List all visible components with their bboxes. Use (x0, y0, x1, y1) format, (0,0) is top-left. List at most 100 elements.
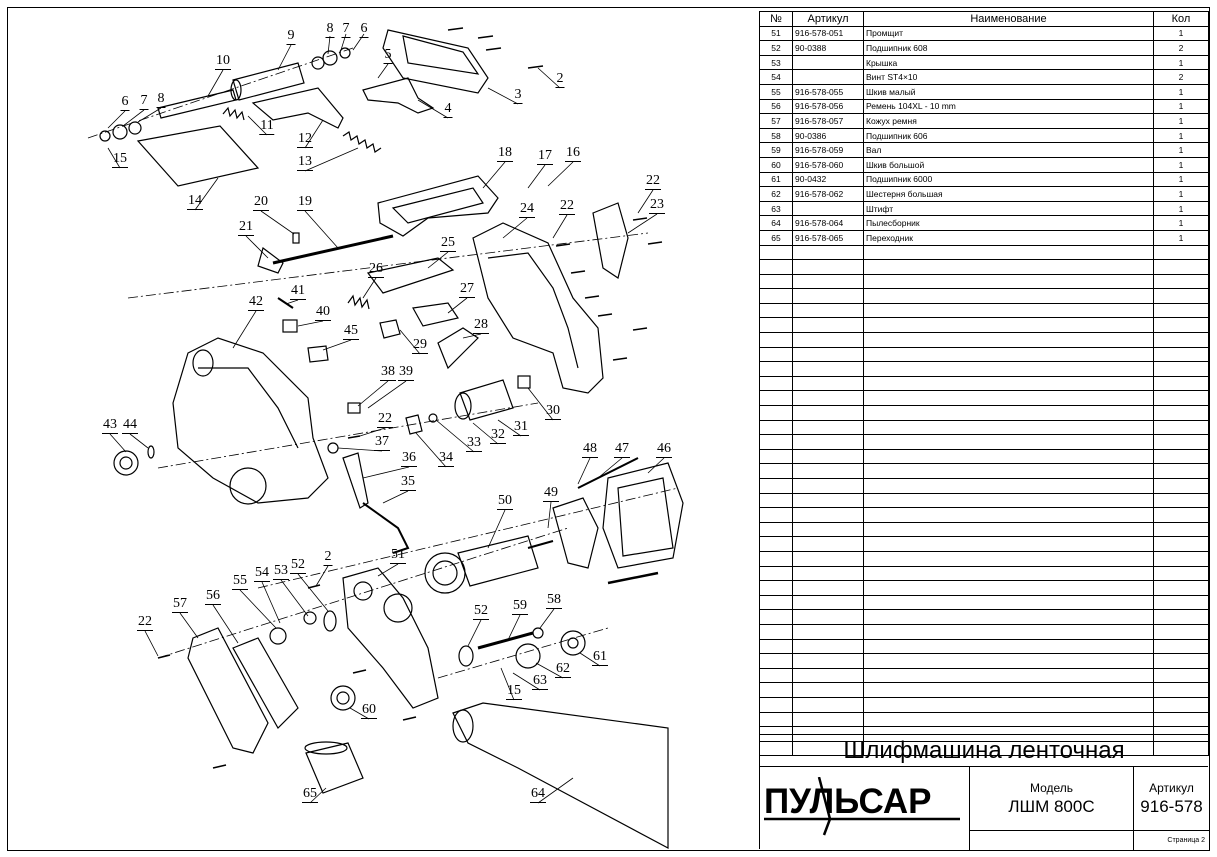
table-cell (1153, 696, 1209, 713)
table-cell: 62 (759, 186, 793, 202)
part-51-gearbox (342, 567, 439, 709)
table-cell: 1 (1153, 54, 1209, 71)
brand-logo: ПУЛЬСАР (760, 767, 970, 850)
part-41-screw (277, 297, 294, 309)
part-18-handle (377, 175, 499, 237)
table-cell (1153, 638, 1209, 655)
table-cell (792, 507, 864, 523)
table-cell (1153, 667, 1209, 684)
callout-label: 50 (497, 493, 513, 510)
callout-label: 64 (530, 786, 546, 803)
table-cell: 59 (759, 142, 793, 158)
header-number: № (759, 11, 793, 27)
table-cell: 51 (759, 25, 793, 42)
table-cell: Кожух ремня (863, 113, 1154, 129)
exploded-view-artwork (87, 27, 684, 849)
table-cell (759, 565, 793, 582)
table-cell (759, 623, 793, 640)
table-cell (863, 536, 1154, 552)
table-cell (792, 200, 864, 217)
brand-logo-artwork: ПУЛЬСАР (764, 777, 960, 836)
part-28-trigger (437, 327, 479, 370)
table-row-empty (759, 536, 1209, 552)
table-row-empty (759, 390, 1209, 407)
table-cell (792, 638, 864, 655)
callout-label: 18 (497, 145, 513, 162)
parts-table-header: № Артикул Наименование Кол (759, 11, 1209, 27)
table-cell: 55 (759, 83, 793, 100)
product-name: Шлифмашина ленточная (760, 735, 1208, 767)
callout-label: 42 (248, 294, 264, 311)
table-row-empty (759, 448, 1209, 465)
callout-label: 28 (473, 317, 489, 334)
drawing-frame (7, 7, 1210, 851)
callout-label: 54 (254, 565, 270, 582)
callout-label: 15 (112, 151, 128, 168)
table-cell (1153, 507, 1209, 523)
callout-label: 31 (513, 419, 529, 436)
table-cell (759, 463, 793, 479)
callout-label: 60 (361, 702, 377, 719)
callout-label: 52 (290, 557, 306, 574)
table-cell (863, 463, 1154, 479)
table-cell (759, 638, 793, 655)
part-62-gear (515, 643, 541, 669)
model-caption: Модель (1029, 781, 1074, 795)
part-38-plate (347, 402, 361, 414)
callout-label: 2 (555, 71, 565, 88)
part-52-bearing (323, 610, 337, 632)
table-cell: Пылесборник (863, 215, 1154, 231)
article-caption: Артикул (1149, 781, 1194, 795)
table-row-empty (759, 273, 1209, 290)
callout-label: 8 (325, 21, 335, 38)
table-row-empty (759, 492, 1209, 509)
table-cell (759, 390, 793, 407)
callout-label: 10 (215, 53, 231, 70)
table-cell (1153, 317, 1209, 334)
part-9-roller (232, 62, 305, 101)
model-value: ЛШМ 800С (1008, 797, 1095, 816)
part-37-ring (327, 442, 339, 454)
table-row-empty (759, 332, 1209, 348)
table-row-empty (759, 667, 1209, 684)
callout-label: 25 (440, 235, 456, 252)
table-cell: 1 (1153, 25, 1209, 42)
table-cell: 2 (1153, 69, 1209, 85)
table-cell (759, 550, 793, 567)
table-cell (1153, 463, 1209, 479)
table-cell (792, 244, 864, 261)
table-cell (863, 507, 1154, 523)
callout-label: 5 (383, 47, 393, 64)
table-cell (1153, 711, 1209, 728)
table-cell (792, 273, 864, 290)
table-cell (863, 696, 1154, 713)
callout-label: 40 (315, 304, 331, 321)
table-cell: Шкив большой (863, 156, 1154, 173)
leader-lines (107, 33, 665, 804)
callout-label: 12 (297, 131, 313, 148)
part-50-armature (457, 535, 539, 587)
table-cell (792, 317, 864, 334)
table-cell (792, 390, 864, 407)
table-cell: 52 (759, 40, 793, 56)
table-row-empty (759, 653, 1209, 669)
table-cell (759, 302, 793, 319)
part-3-cover (382, 29, 489, 94)
callout-label: 63 (532, 673, 548, 690)
table-cell: 58 (759, 127, 793, 144)
table-cell (759, 332, 793, 348)
callout-label: 22 (559, 198, 575, 215)
table-cell (792, 346, 864, 363)
part-40-brush (282, 319, 298, 333)
table-row-empty (759, 244, 1209, 261)
table-cell (1153, 405, 1209, 421)
part-56-belt (232, 637, 299, 729)
table-cell (759, 434, 793, 450)
title-block: Шлифмашина ленточная ПУЛЬСАР Модель ЛШМ … (759, 734, 1209, 850)
